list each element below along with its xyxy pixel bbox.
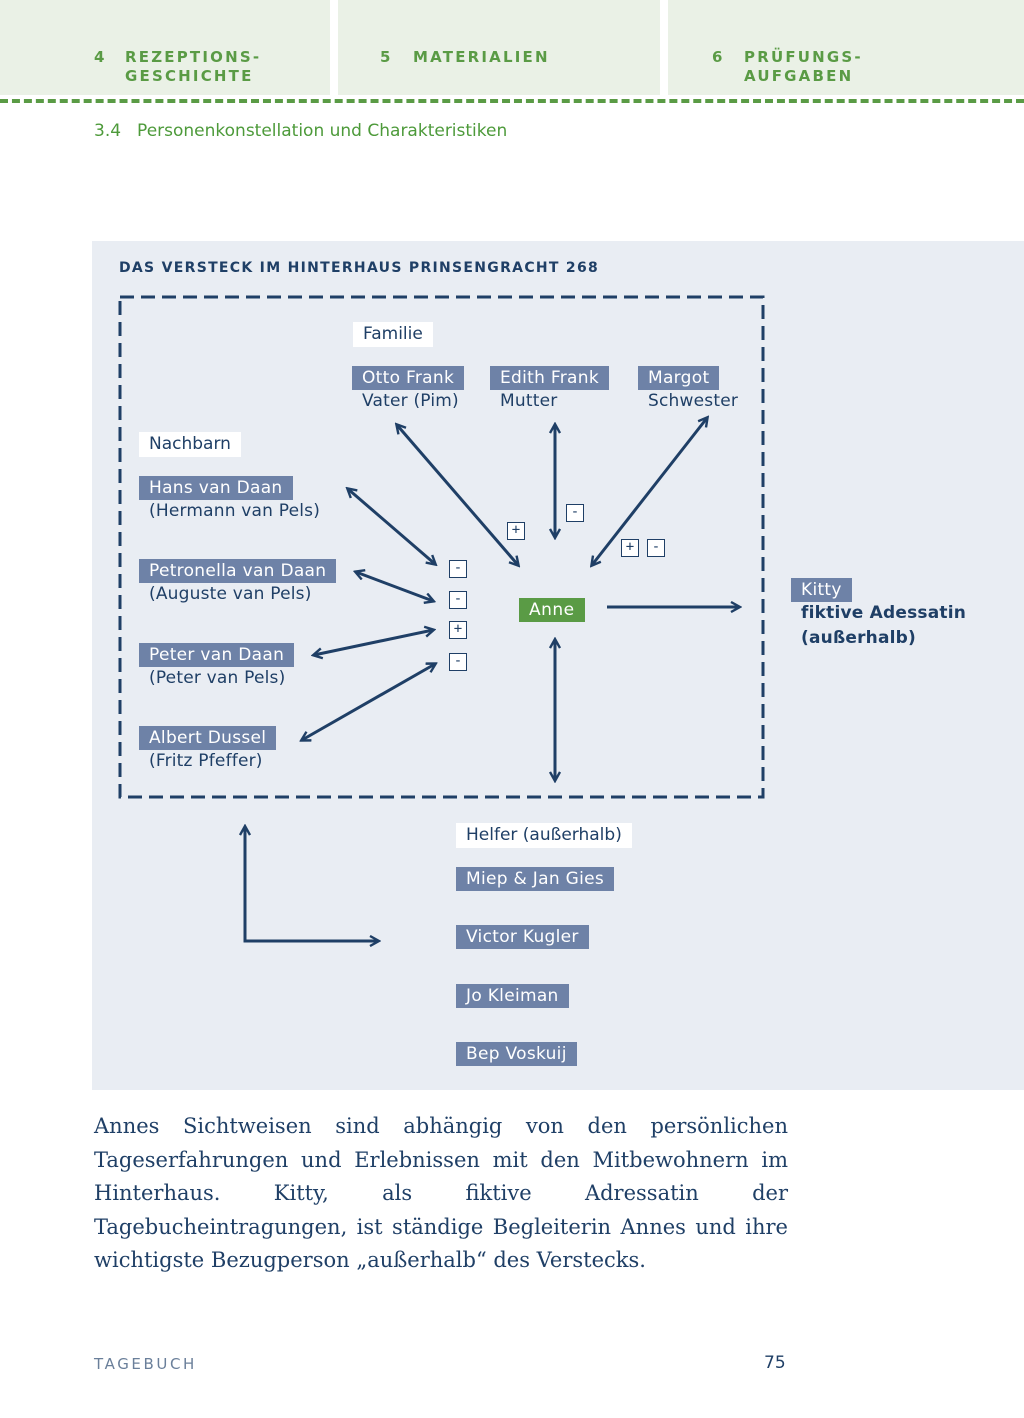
person-edith-frank: Edith Frank: [490, 366, 609, 390]
group-label-nachbarn: Nachbarn: [139, 432, 241, 457]
arrow-peter: [314, 630, 433, 655]
tab-number: 4: [94, 48, 107, 66]
tab-label: PRÜFUNGS-AUFGABEN: [744, 48, 863, 85]
body-paragraph: Annes Sichtweisen sind abhängig von den …: [94, 1114, 788, 1272]
section-heading: 3.4 Personenkonstellation und Charakteris…: [94, 121, 507, 141]
chapter-tab-materialien[interactable]: 5 MATERIALIEN: [338, 0, 660, 95]
sign-hans: -: [449, 560, 467, 578]
person-anne: Anne: [519, 598, 585, 622]
arrow-petronella: [356, 572, 433, 601]
arrow-hans: [348, 489, 435, 564]
tab-number: 5: [380, 48, 393, 66]
arrow-versteck-helfer: [245, 827, 378, 941]
section-number: 3.4: [94, 121, 122, 141]
header-divider: [0, 99, 1024, 103]
sign-edith: -: [566, 504, 584, 522]
page-number: 75: [764, 1353, 786, 1373]
sign-margot-plus: +: [621, 539, 639, 557]
kitty-location: (außerhalb): [801, 628, 917, 648]
person-kitty: Kitty: [791, 578, 852, 602]
person-edith-role: Mutter: [500, 391, 558, 411]
sign-margot-minus: -: [647, 539, 665, 557]
person-otto-role: Vater (Pim): [362, 391, 459, 411]
arrow-otto-anne: [397, 425, 518, 565]
person-peter-real-name: (Peter van Pels): [149, 668, 286, 688]
arrow-margot-anne: [592, 418, 707, 565]
chapter-tab-rezeptionsgeschichte[interactable]: 4 REZEPTIONS-GESCHICHTE: [0, 0, 330, 95]
hiding-place-border: [118, 295, 765, 799]
person-albert-dussel: Albert Dussel: [139, 726, 277, 750]
sign-petronella: -: [449, 591, 467, 609]
person-petronella-real-name: (Auguste van Pels): [149, 584, 312, 604]
person-peter-van-daan: Peter van Daan: [139, 643, 295, 667]
section-title: Personenkonstellation und Charakteristik…: [137, 121, 508, 141]
person-hans-real-name: (Hermann van Pels): [149, 501, 321, 521]
helper-jo-kleiman: Jo Kleiman: [456, 984, 569, 1008]
person-margot-role: Schwester: [648, 391, 739, 411]
group-label-helfer: Helfer (außerhalb): [456, 823, 632, 848]
footer-book-title: TAGEBUCH: [94, 1355, 197, 1373]
sign-otto: +: [507, 522, 525, 540]
group-label-familie: Familie: [353, 322, 433, 347]
person-petronella-van-daan: Petronella van Daan: [139, 559, 337, 583]
sign-albert: -: [449, 653, 467, 671]
helper-victor-kugler: Victor Kugler: [456, 925, 589, 949]
sign-peter: +: [449, 621, 467, 639]
tab-label: MATERIALIEN: [413, 48, 550, 66]
chapter-tab-pruefungsaufgaben[interactable]: 6 PRÜFUNGS-AUFGABEN: [668, 0, 1024, 95]
person-hans-van-daan: Hans van Daan: [139, 476, 293, 500]
helper-bep-voskuij: Bep Voskuij: [456, 1042, 577, 1066]
person-margot: Margot: [638, 366, 720, 390]
tab-label: REZEPTIONS-GESCHICHTE: [125, 48, 262, 85]
diagram-title: DAS VERSTECK IM HINTERHAUS PRINSENGRACHT…: [119, 260, 600, 276]
helper-miep-jan-gies: Miep & Jan Gies: [456, 867, 615, 891]
arrow-albert: [302, 664, 435, 740]
person-otto-frank: Otto Frank: [352, 366, 465, 390]
kitty-description: fiktive Adessatin: [801, 603, 967, 623]
tab-number: 6: [712, 48, 725, 66]
person-albert-real-name: (Fritz Pfeffer): [149, 751, 263, 771]
